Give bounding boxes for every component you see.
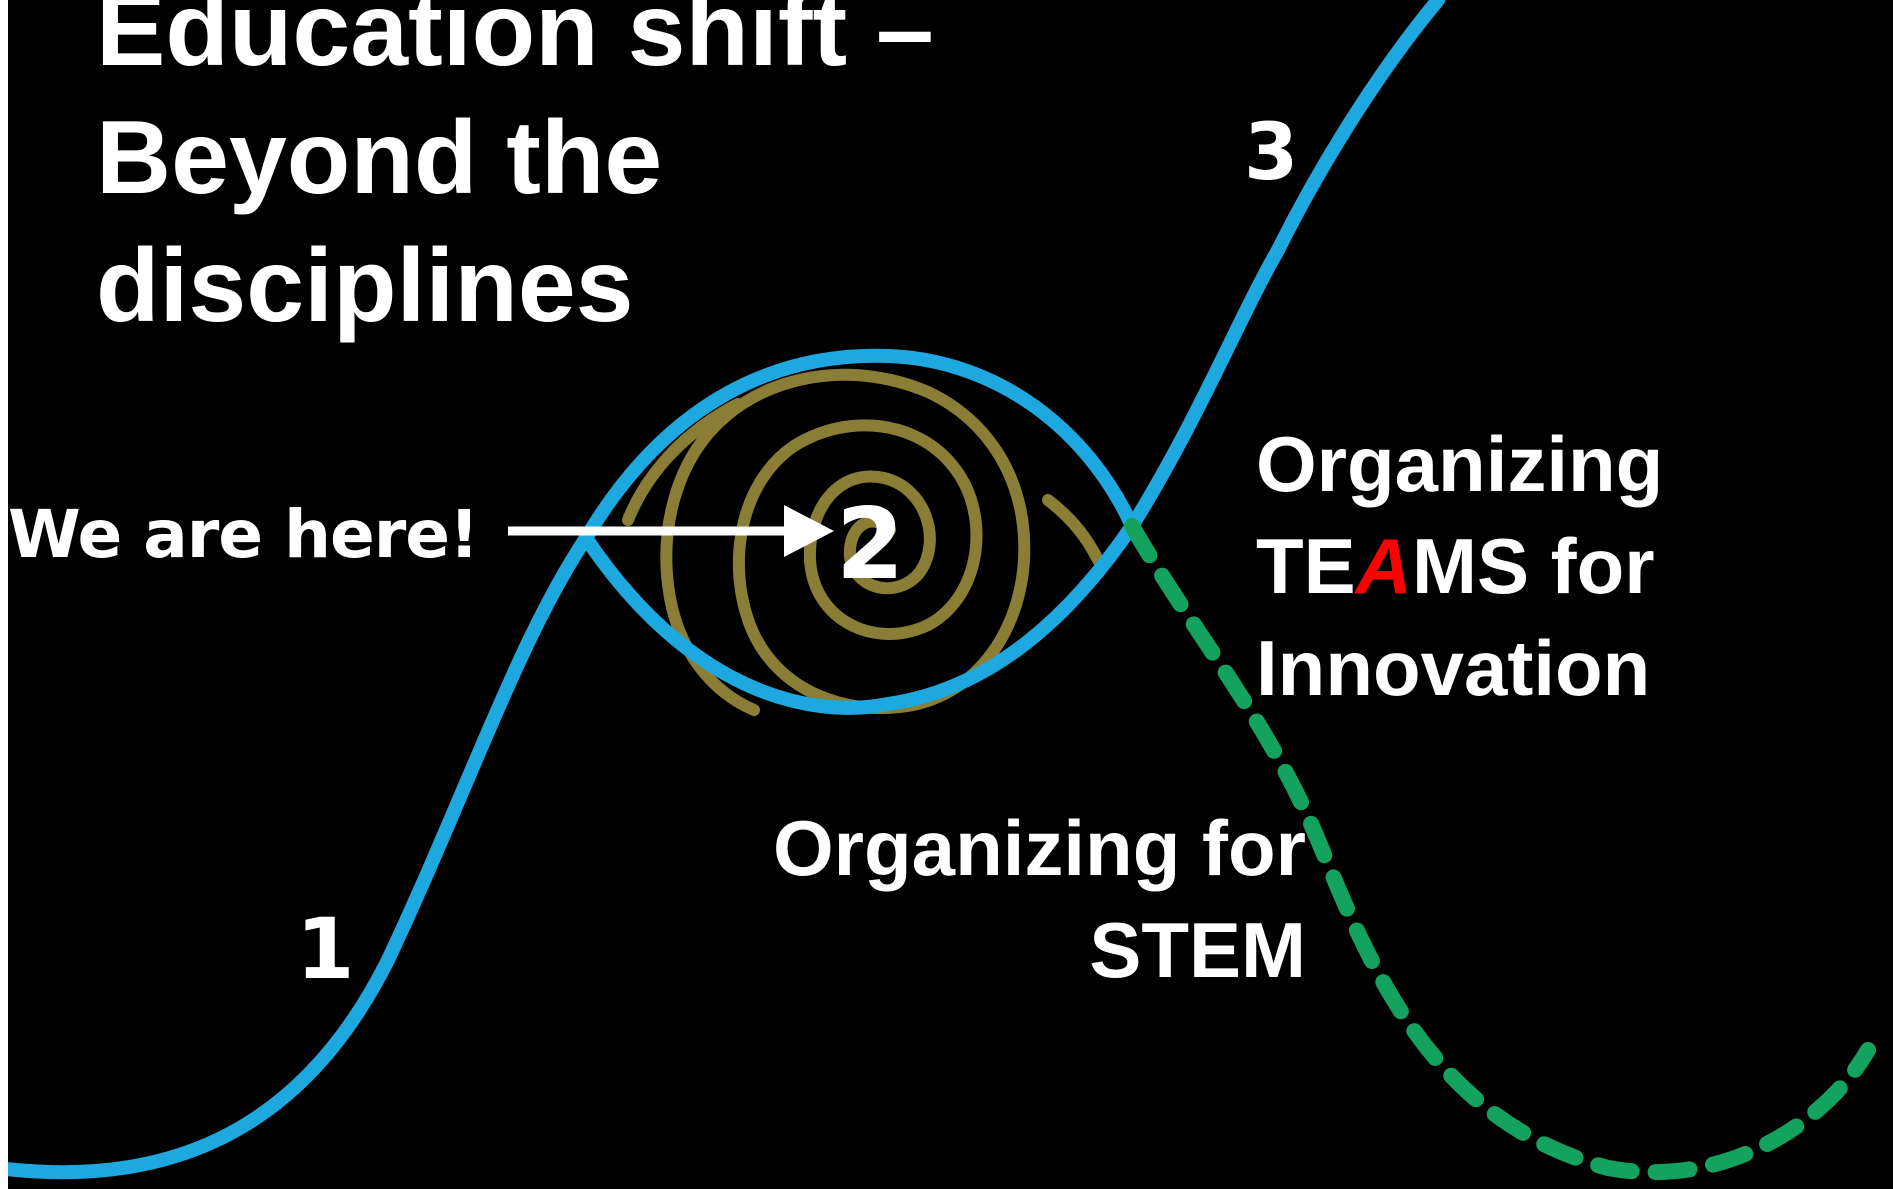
slide-title: Education shift – Beyond the disciplines <box>96 0 934 350</box>
stage-marker-1: 1 <box>296 900 355 998</box>
teams-prefix: TE <box>1256 522 1356 610</box>
teams-label-line-1: Organizing <box>1256 420 1664 508</box>
pointer-arrow <box>508 505 834 557</box>
s-curve-diagram <box>8 0 1876 1180</box>
stem-label: Organizing for STEM <box>726 797 1306 1001</box>
we-are-here-label: We are here! <box>8 496 479 573</box>
spiral-graphic <box>622 368 1104 716</box>
teams-label-line-2: TEAMS for <box>1256 515 1663 617</box>
stem-label-line-1: Organizing for <box>773 804 1306 892</box>
title-line-3: disciplines <box>96 228 634 344</box>
slide: Education shift – Beyond the disciplines… <box>8 0 1893 1189</box>
lens-upper-arc <box>579 348 1139 545</box>
teams-innovation-label: Organizing TEAMS for Innovation <box>1256 413 1663 719</box>
teams-suffix: MS for <box>1412 522 1655 610</box>
stage-marker-3: 3 <box>1244 108 1299 198</box>
teams-accent-letter: A <box>1355 522 1413 610</box>
stem-label-line-2: STEM <box>1089 906 1306 994</box>
title-line-2: Beyond the <box>96 100 663 216</box>
main-s-curve <box>8 0 1445 1180</box>
teams-label-line-3: Innovation <box>1256 624 1651 712</box>
stage-marker-2: 2 <box>836 488 905 602</box>
title-line-1: Education shift – <box>96 0 934 88</box>
dashed-decline-curve <box>1124 518 1876 1180</box>
